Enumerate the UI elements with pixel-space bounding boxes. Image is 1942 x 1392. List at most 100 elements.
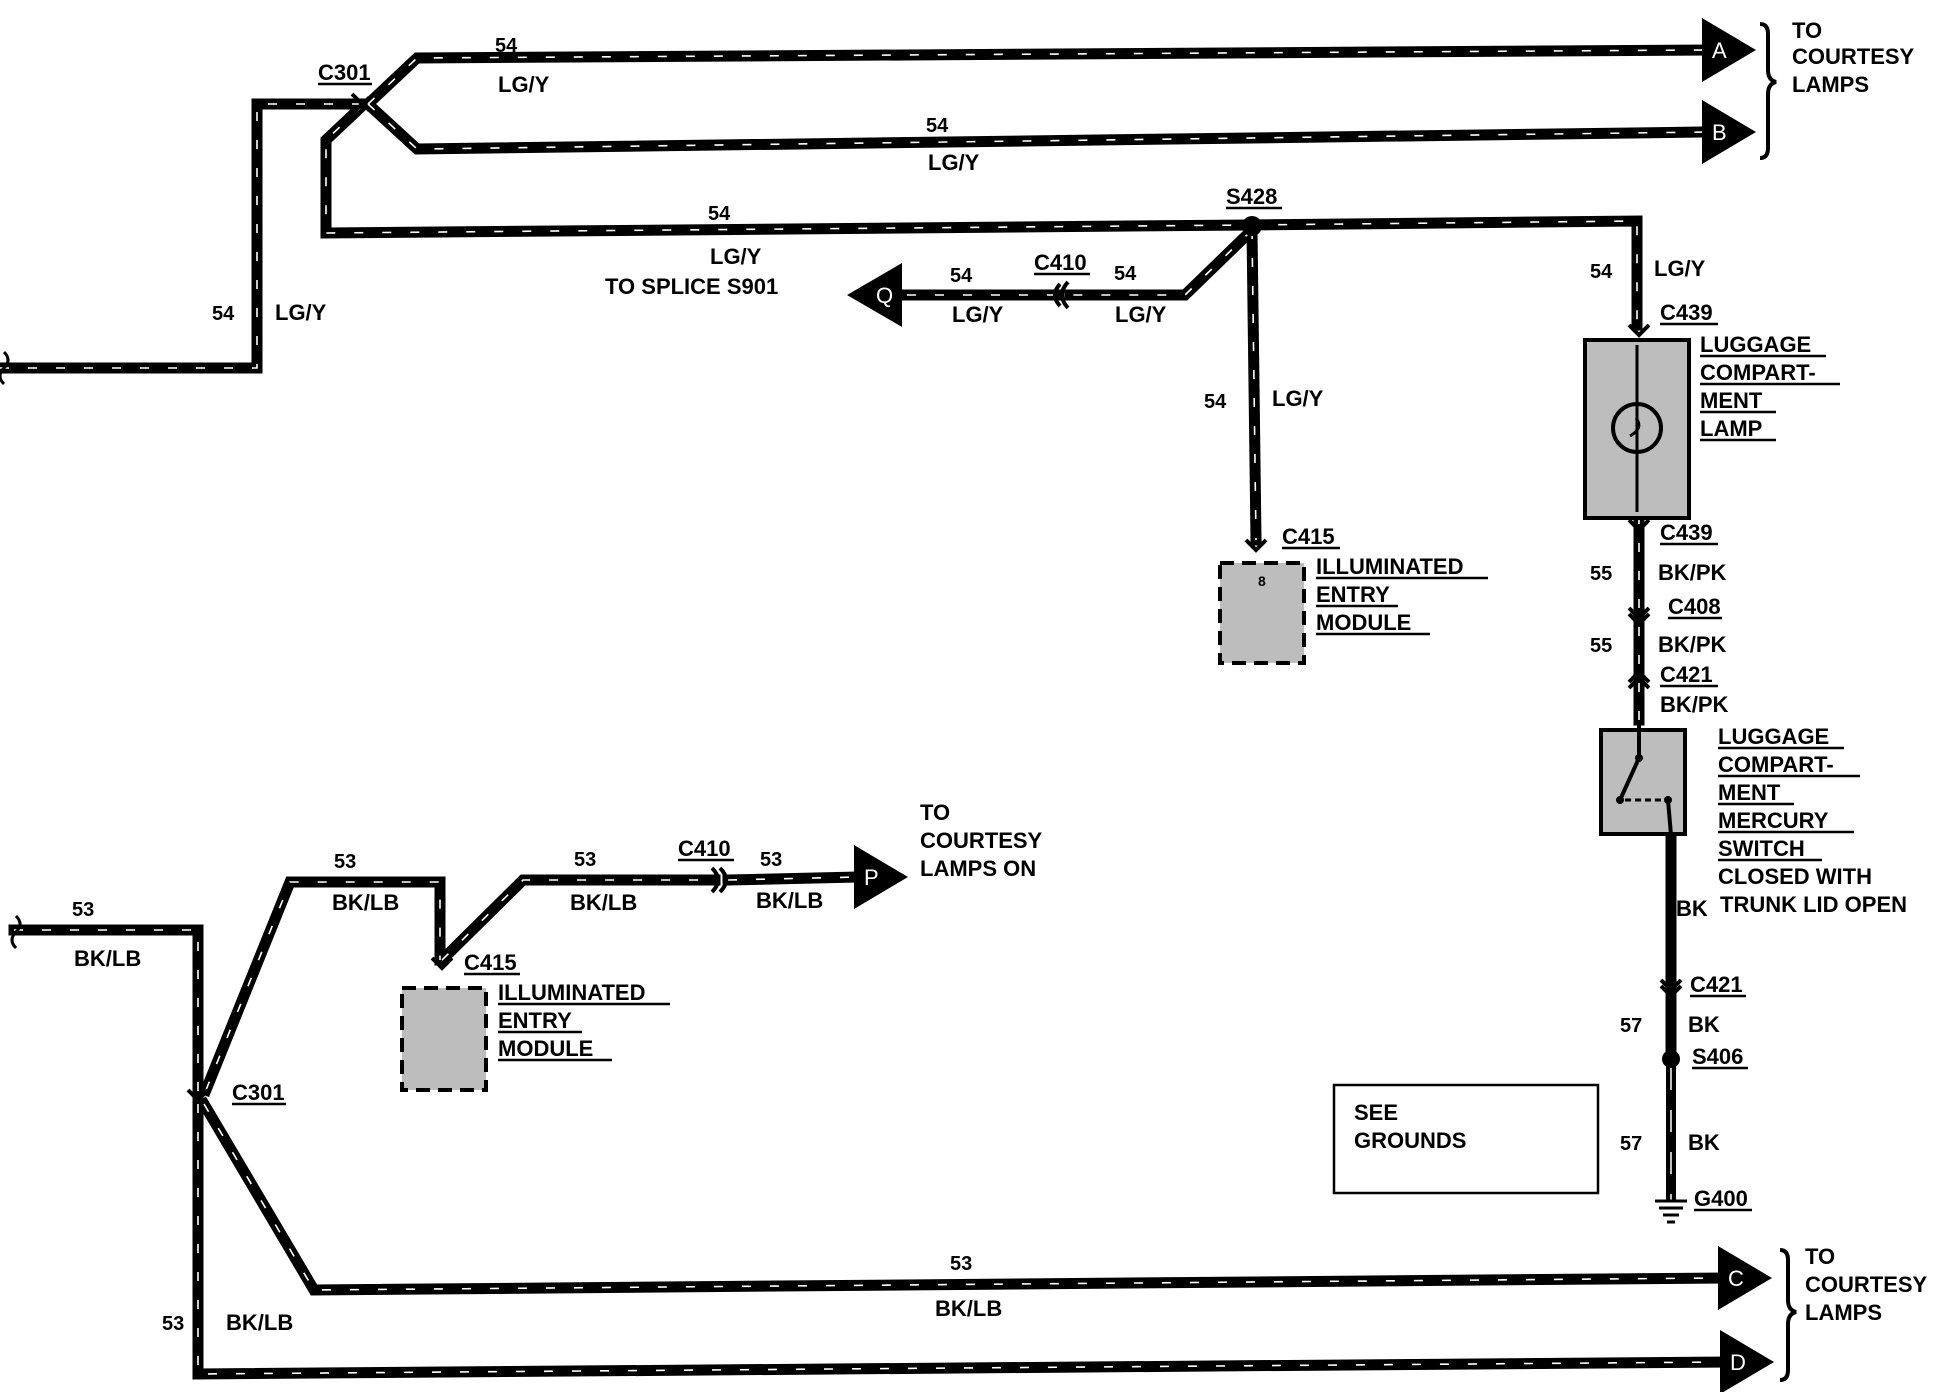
wire-c-num: 53	[950, 1253, 972, 1275]
connector-c410-top	[1060, 280, 1070, 310]
wire-55b-color: BK/PK	[1658, 632, 1727, 657]
mid-wire-color: BK/LB	[570, 890, 637, 915]
label-c439-bottom: C439	[1660, 520, 1713, 545]
label-s406: S406	[1692, 1044, 1743, 1069]
splice-dot-s406	[1662, 1050, 1680, 1068]
to-courtesy-top-1: TO	[1792, 18, 1822, 43]
left-feed-num: 54	[212, 303, 235, 325]
see-grounds-box	[1332, 1083, 1600, 1195]
module-top-line3: MODULE	[1316, 610, 1411, 635]
svg-text:B: B	[1712, 120, 1727, 145]
module-bottom-line2: ENTRY	[498, 1008, 572, 1033]
wire-q-left-num: 54	[950, 265, 973, 287]
wire-54-to-b	[360, 96, 1711, 155]
connector-c415-bottom	[430, 956, 454, 971]
connector-c301-bottom	[186, 1088, 210, 1103]
switch-note-1: CLOSED WITH	[1718, 864, 1872, 889]
arrow-q: Q	[847, 263, 902, 327]
module-bottom-line3: MODULE	[498, 1036, 593, 1061]
arrow-c: C	[1718, 1246, 1772, 1310]
module-pin-top: 8	[1258, 573, 1266, 589]
arrow-b: B	[1702, 100, 1756, 164]
connector-c301-top	[350, 92, 365, 116]
wire-q-right-color: LG/Y	[1115, 302, 1167, 327]
lug-wire-in-num: 54	[1590, 261, 1613, 283]
see-grounds-line1: SEE	[1354, 1100, 1398, 1125]
connector-c421-bottom	[1659, 978, 1683, 993]
wire-54-to-q	[1064, 222, 1260, 301]
wire-b-color: LG/Y	[928, 150, 980, 175]
to-courtesy-bottom-2: COURTESY	[1805, 1272, 1928, 1297]
arrow-p: P	[854, 845, 908, 909]
label-c301-top: C301	[318, 60, 371, 85]
label-c410-bottom: C410	[678, 836, 731, 861]
label-c439-top: C439	[1660, 300, 1713, 325]
see-grounds-line2: GROUNDS	[1354, 1128, 1466, 1153]
bk-label: BK	[1676, 896, 1708, 921]
wire-55b-num: 55	[1590, 635, 1612, 657]
splice-wire-num: 54	[708, 203, 731, 225]
svg-text:Q: Q	[876, 283, 893, 308]
right-wire-num: 53	[760, 849, 782, 871]
to-courtesy-on-2: COURTESY	[920, 828, 1043, 853]
to-courtesy-bottom-3: LAMPS	[1805, 1300, 1882, 1325]
wire-q-left-color: LG/Y	[952, 302, 1004, 327]
wire-d-num: 53	[162, 1313, 184, 1335]
connector-c439-top	[1627, 323, 1651, 338]
wire-57b-num: 57	[1620, 1133, 1642, 1155]
brace-top-right	[1759, 22, 1777, 160]
switch-label-5: SWITCH	[1718, 836, 1805, 861]
wire-54-drop	[1246, 224, 1262, 546]
brace-bottom-right	[1779, 1248, 1797, 1382]
upper-branch-num: 53	[334, 851, 356, 873]
module-bottom-line1: ILLUMINATED	[498, 980, 645, 1005]
illuminated-entry-module-top	[1218, 561, 1306, 665]
wire-b-num: 54	[926, 115, 949, 137]
luggage-compartment-mercury-switch	[1599, 728, 1687, 836]
lamp-bulb-icon	[1611, 402, 1663, 454]
to-courtesy-on-3: LAMPS ON	[920, 856, 1036, 881]
splice-dot-s428	[1242, 216, 1262, 236]
label-c421-bottom: C421	[1690, 972, 1743, 997]
label-c301-bottom: C301	[232, 1080, 285, 1105]
wire-57a-num: 57	[1620, 1015, 1642, 1037]
ground-icon	[1655, 1199, 1687, 1224]
connector-c408	[1627, 606, 1651, 621]
wire-54-splice-loop	[320, 100, 1643, 331]
to-courtesy-on-1: TO	[920, 800, 950, 825]
mid-wire-num: 53	[574, 849, 596, 871]
wire-d-color: BK/LB	[226, 1310, 293, 1335]
lamp-label-4: LAMP	[1700, 416, 1762, 441]
splice-wire-color: LG/Y	[710, 244, 762, 269]
wire-left-feed-54	[0, 98, 366, 374]
wire-a-num: 54	[495, 35, 518, 57]
module-top-line1: ILLUMINATED	[1316, 554, 1463, 579]
bottom-left-feed-num: 53	[72, 899, 94, 921]
illuminated-entry-module-bottom	[400, 986, 488, 1092]
label-s428: S428	[1226, 184, 1277, 209]
label-c410-top: C410	[1034, 250, 1087, 275]
splice-note: TO SPLICE S901	[605, 274, 778, 299]
right-wire-color: BK/LB	[756, 888, 823, 913]
module-top-line2: ENTRY	[1316, 582, 1390, 607]
wire-57a-color: BK	[1688, 1012, 1720, 1037]
wire-54-to-a	[360, 44, 1711, 112]
switch-label-2: COMPART-	[1718, 752, 1834, 777]
lamp-label-1: LUGGAGE	[1700, 332, 1811, 357]
lamp-label-3: MENT	[1700, 388, 1763, 413]
to-courtesy-bottom-1: TO	[1805, 1244, 1835, 1269]
lug-wire-in-color: LG/Y	[1654, 256, 1706, 281]
wire-57b-color: BK	[1688, 1130, 1720, 1155]
top-circuit-wires	[0, 44, 1711, 546]
switch-label-4: MERCURY	[1718, 808, 1829, 833]
label-c408: C408	[1668, 594, 1721, 619]
arrow-d: D	[1720, 1330, 1774, 1392]
wire-a-color: LG/Y	[498, 72, 550, 97]
bottom-left-feed-color: BK/LB	[74, 946, 141, 971]
svg-text:A: A	[1712, 38, 1727, 63]
drop-wire-num: 54	[1204, 391, 1227, 413]
wire-c-color: BK/LB	[935, 1296, 1002, 1321]
label-c415-top: C415	[1282, 524, 1335, 549]
svg-text:D: D	[1730, 1350, 1746, 1375]
